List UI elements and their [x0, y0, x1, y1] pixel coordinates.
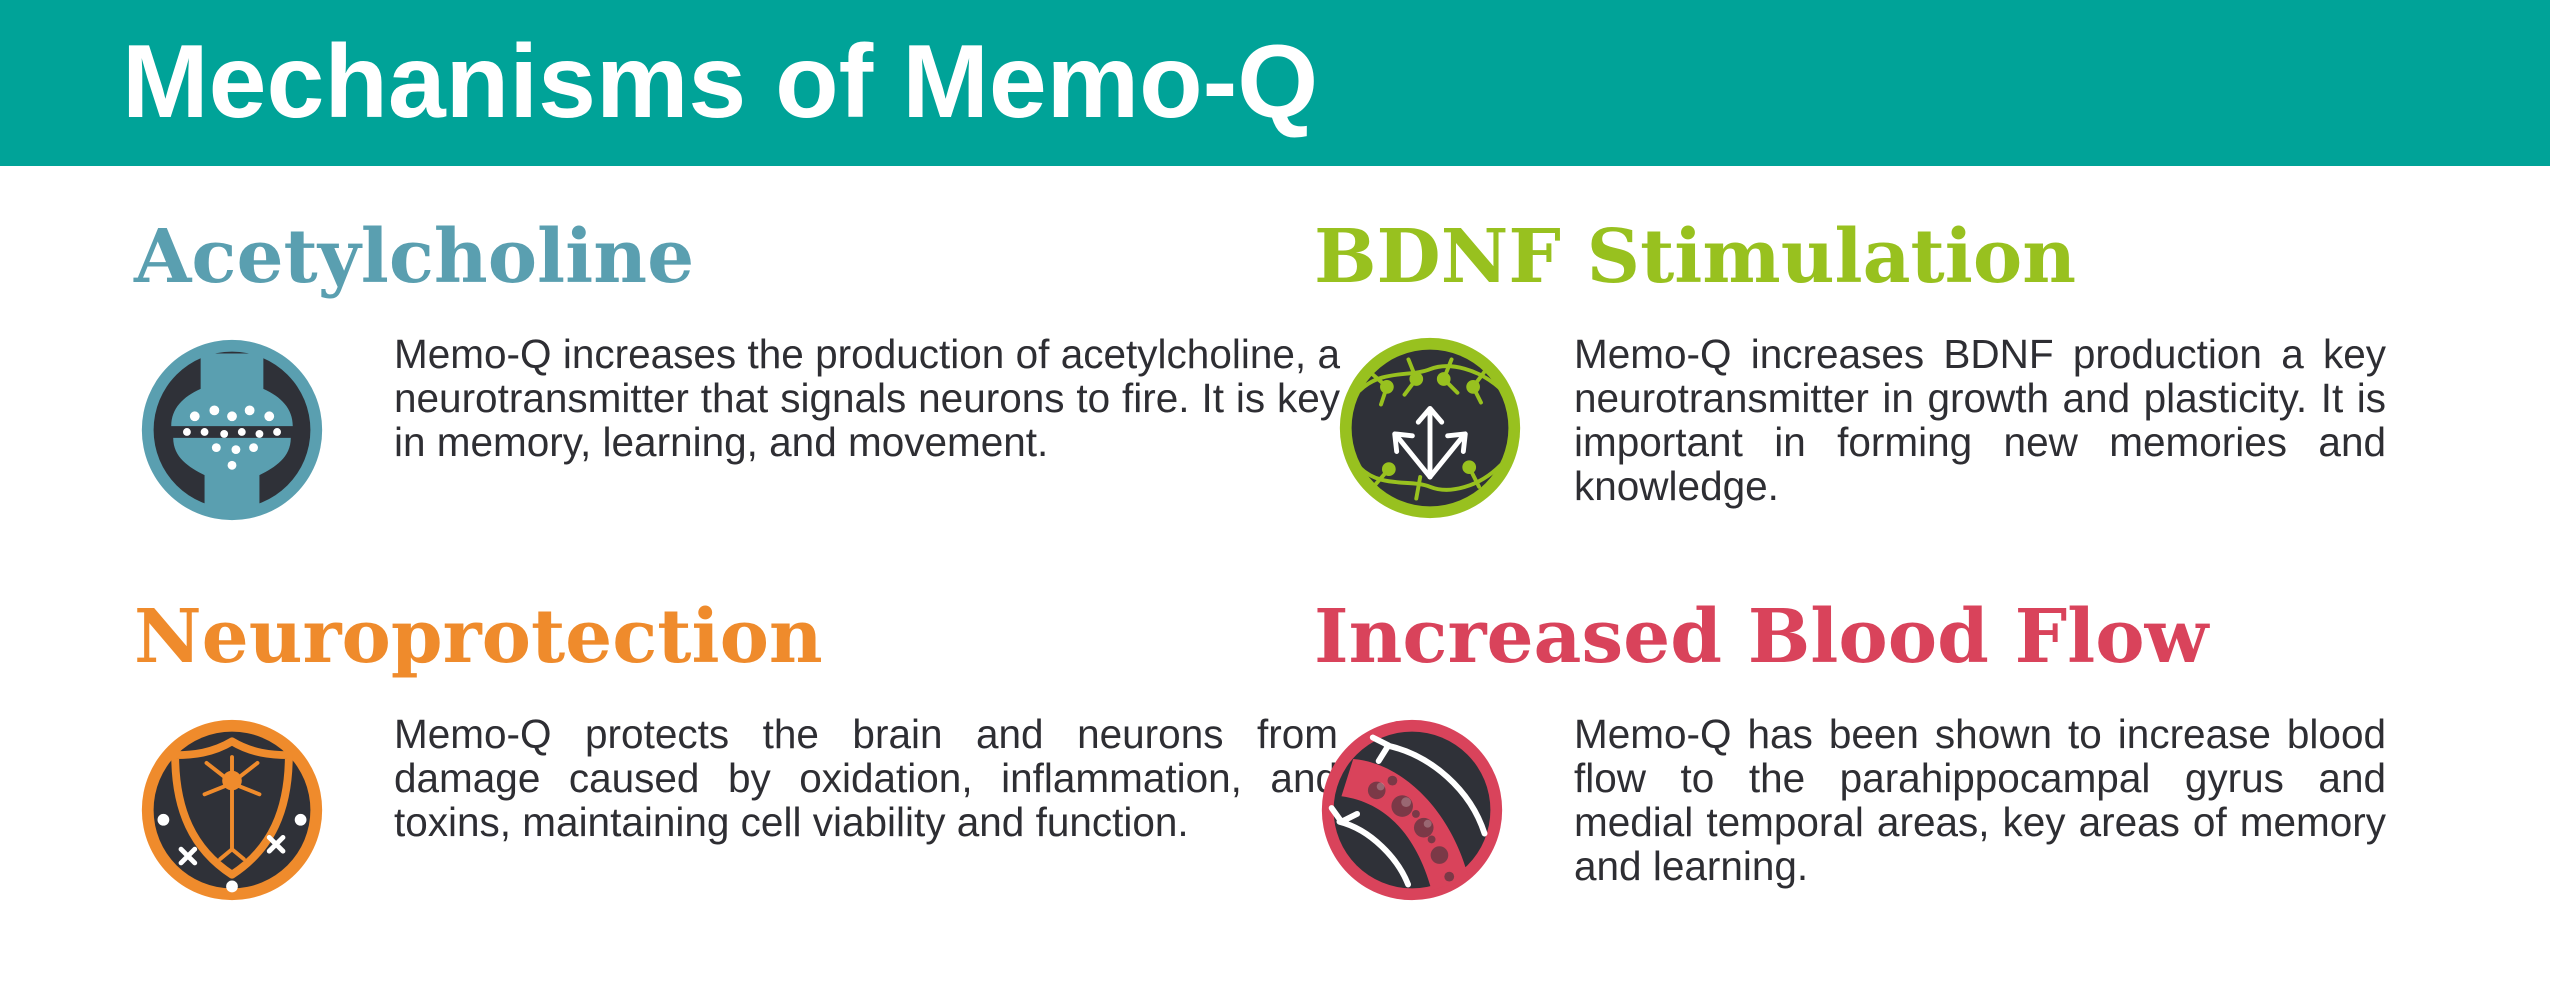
- page-title: Mechanisms of Memo-Q: [122, 24, 1319, 140]
- section-acetylcholine: Acetylcholine Memo-Q increases the produ…: [134, 212, 1340, 542]
- section-bdnf-stimulation: BDNF Stimulation Memo-Q increases BD: [1314, 212, 2524, 542]
- section-text: Memo-Q increases the production of acety…: [394, 331, 1340, 465]
- section-title: Increased Blood Flow: [1314, 594, 2209, 680]
- title-banner: Mechanisms of Memo-Q: [0, 0, 2550, 166]
- section-neuroprotection: Neuroprotection Memo-Q protects the brai…: [134, 592, 1338, 922]
- neuron-shield-icon: [134, 712, 330, 908]
- section-text: Memo-Q has been shown to increase blood …: [1574, 711, 2386, 889]
- section-text: Memo-Q increases BDNF production a key n…: [1574, 331, 2386, 509]
- section-title: Neuroprotection: [134, 594, 823, 680]
- section-increased-blood-flow: Increased Blood Flow Memo-Q has been sho…: [1314, 592, 2524, 922]
- blood-vessel-icon: [1314, 712, 1510, 908]
- section-text: Memo-Q protects the brain and neurons fr…: [394, 711, 1338, 845]
- section-title: Acetylcholine: [134, 214, 695, 300]
- neuron-growth-icon: [1332, 330, 1528, 526]
- section-title: BDNF Stimulation: [1314, 214, 2077, 300]
- synapse-icon: [134, 332, 330, 528]
